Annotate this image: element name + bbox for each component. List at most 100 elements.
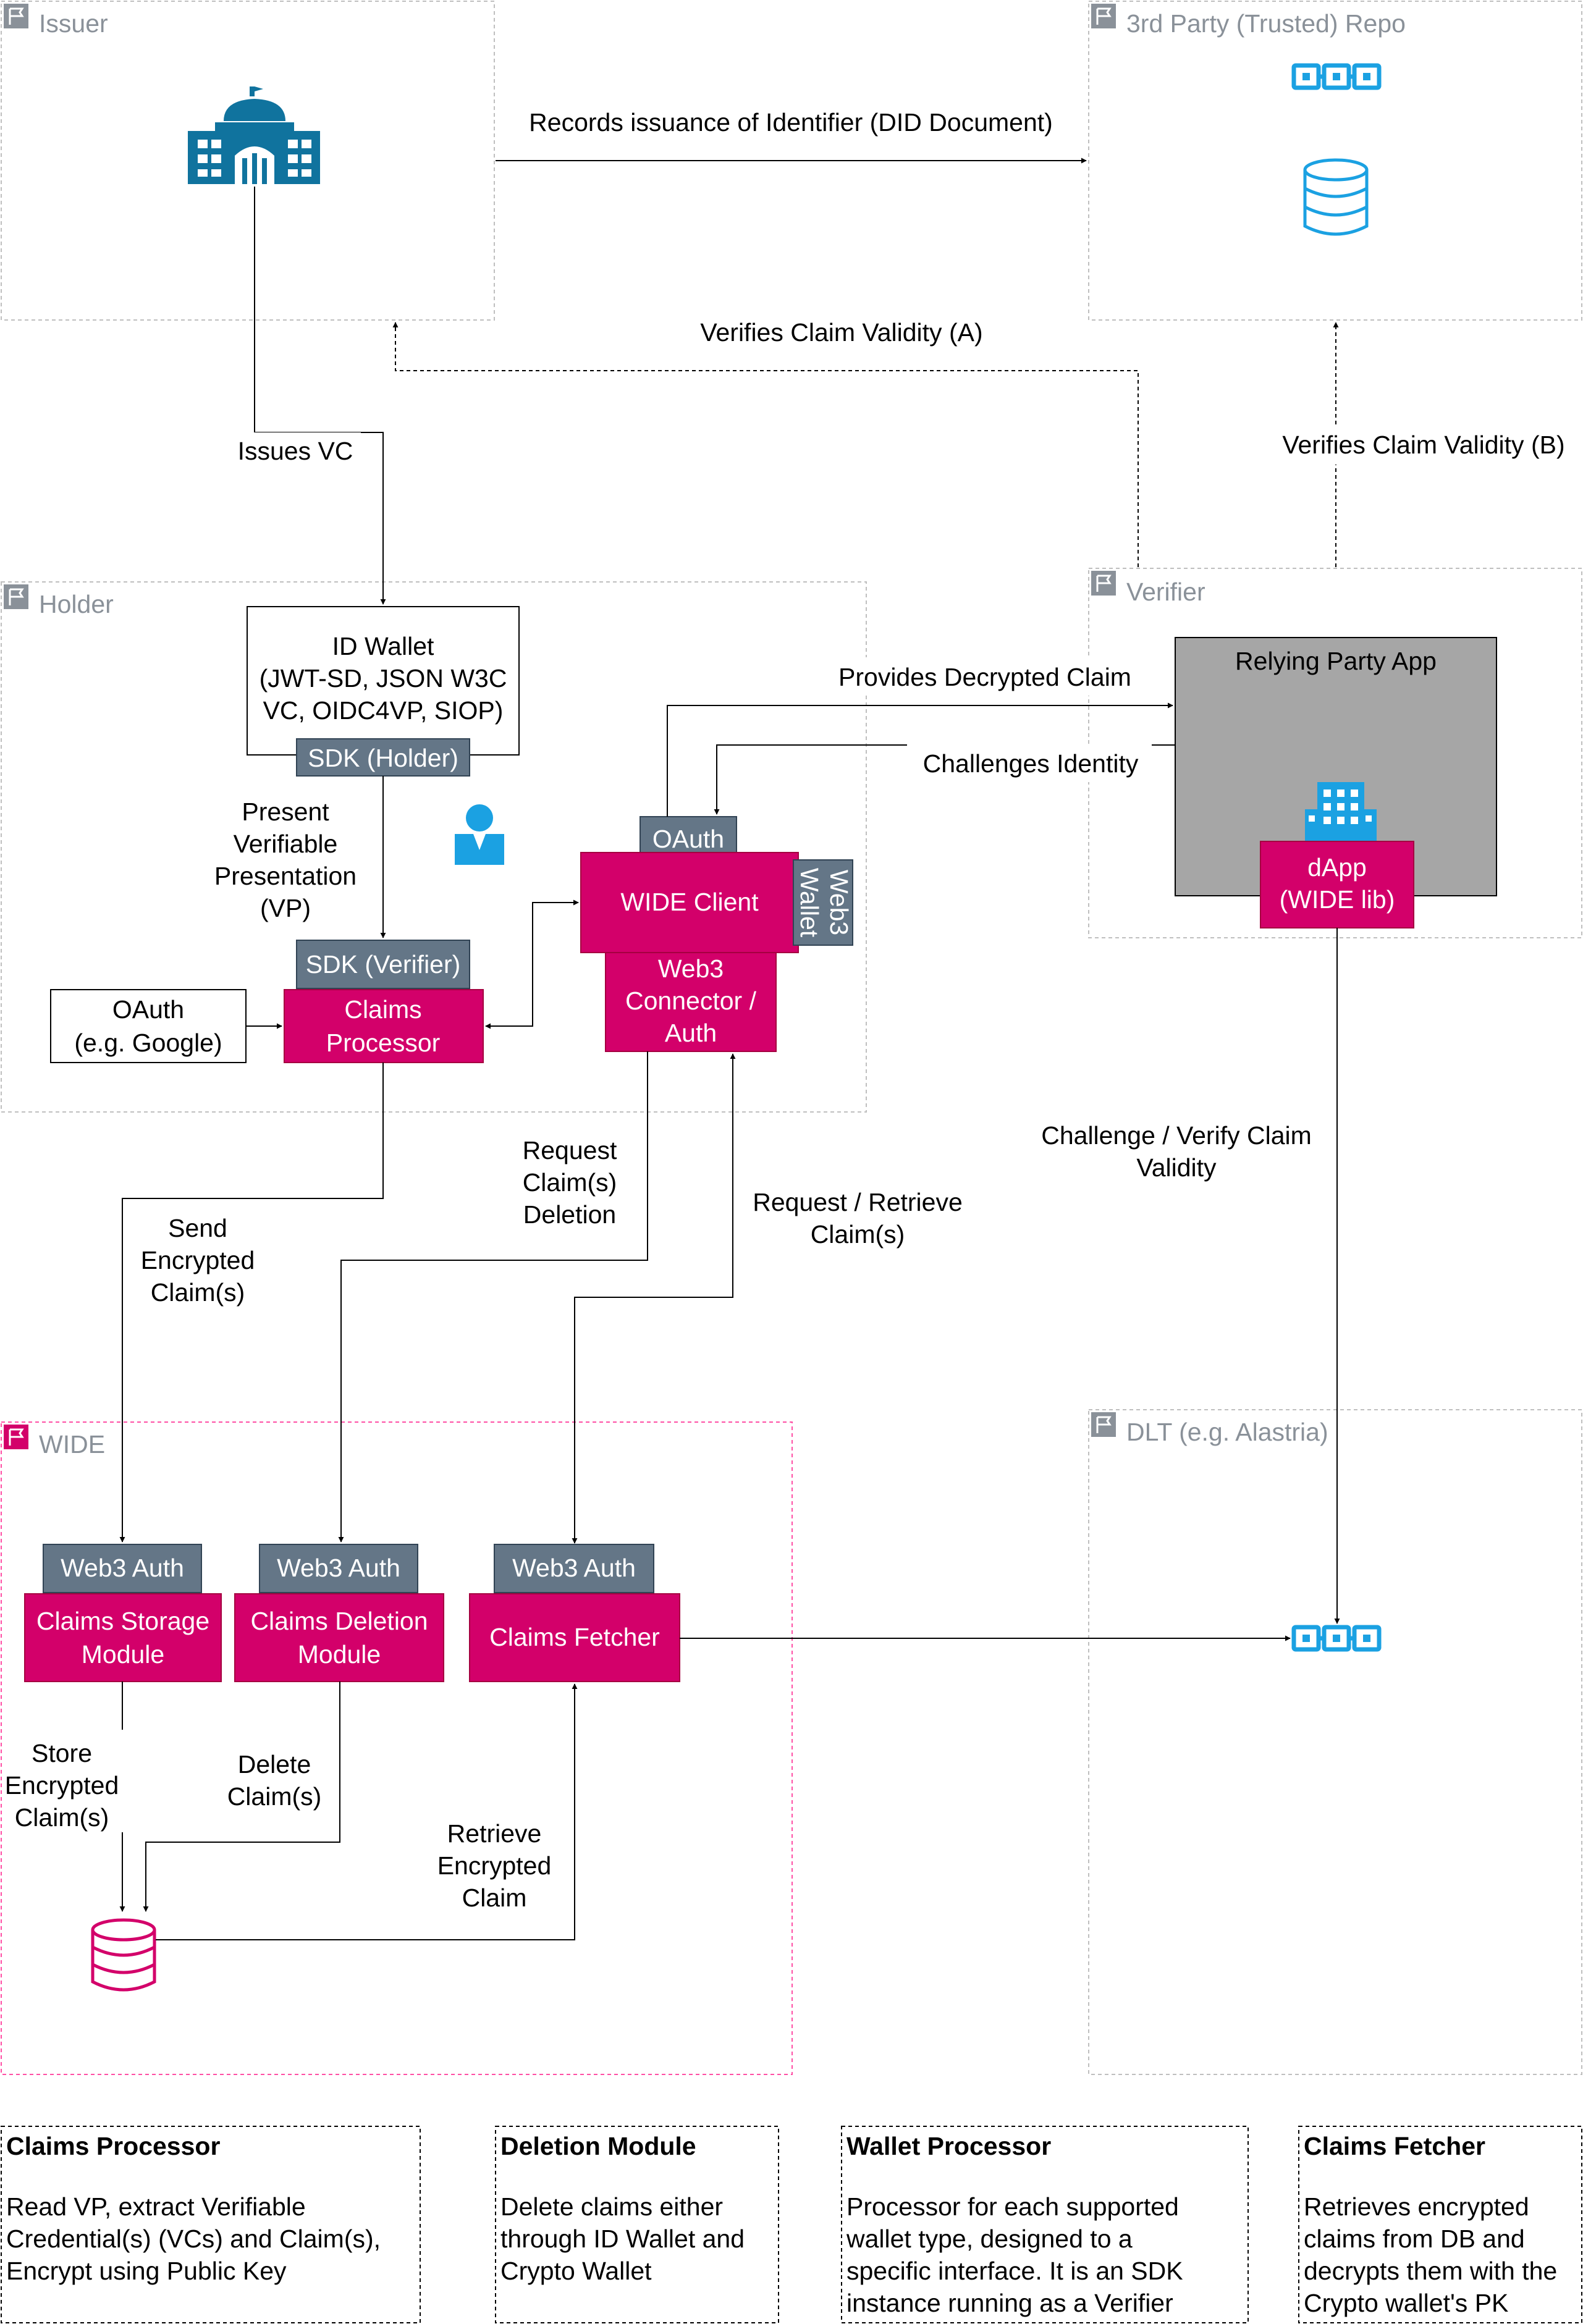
edge-provides-decrypted <box>667 702 1173 817</box>
verifies-a-label: Verifies Claim Validity (A) <box>700 318 982 347</box>
edge-labels: Records issuance of Identifier (DID Docu… <box>2 103 1578 1912</box>
web3-connector-label: Connector / <box>625 987 757 1015</box>
holder-group: Holder <box>1 581 867 1113</box>
dapp-label: dApp <box>1307 853 1367 882</box>
claims-deletion-box: Claims Deletion Module <box>234 1593 444 1682</box>
challenge-verify-label: Challenge / Verify Claim <box>1041 1121 1312 1150</box>
delete-claims-label: Claim(s) <box>227 1782 322 1811</box>
web3-wallet-label: Web3 <box>825 870 853 935</box>
note-wallet-processor: Wallet Processor Processor for each supp… <box>841 2126 1249 2323</box>
claims-deletion-label: Claims Deletion <box>250 1607 428 1635</box>
claims-storage-label: Module <box>82 1640 164 1669</box>
retrieve-encrypted-label: Claim <box>462 1884 527 1912</box>
delete-claims-label: Delete <box>238 1750 311 1779</box>
web3-wallet-label: Wallet <box>795 868 824 938</box>
send-encrypted-label: Send <box>168 1214 227 1242</box>
note-line: decrypts them with the <box>1304 2257 1557 2285</box>
claims-storage-box: Claims Storage Module <box>24 1593 222 1682</box>
request-retrieve-label: Request / Retrieve <box>753 1188 963 1216</box>
note-title: Claims Processor <box>6 2132 220 2160</box>
store-encrypted-label: Claim(s) <box>15 1803 109 1832</box>
challenge-verify-label: Validity <box>1136 1153 1217 1182</box>
verifies-b-label: Verifies Claim Validity (B) <box>1282 431 1564 459</box>
web3-connector-box: Web3 Connector / Auth <box>605 952 777 1052</box>
web3-wallet-tag: Web3 Wallet <box>793 859 853 946</box>
verifier-group: Verifier <box>1088 568 1582 938</box>
request-deletion-label: Deletion <box>523 1200 616 1229</box>
id-wallet-line: (JWT-SD, JSON W3C <box>260 664 507 693</box>
oauth-tag-label: OAuth <box>652 825 724 853</box>
id-wallet-title: ID Wallet <box>332 632 434 660</box>
database-icon <box>1303 158 1369 236</box>
user-icon <box>455 804 504 865</box>
note-line: wallet type, designed to a <box>846 2225 1133 2253</box>
repo-group: 3rd Party (Trusted) Repo <box>1088 1 1582 321</box>
blockchain-icon <box>1291 63 1382 90</box>
note-claims-fetcher: Claims Fetcher Retrieves encrypted claim… <box>1298 2126 1582 2323</box>
dapp-box: dApp (WIDE lib) <box>1260 841 1414 928</box>
id-wallet-line: VC, OIDC4VP, SIOP) <box>263 696 504 725</box>
web3-auth-label: Web3 Auth <box>512 1554 636 1582</box>
oauth-google-box: OAuth (e.g. Google) <box>50 989 247 1063</box>
claims-processor-label: Claims <box>344 995 421 1024</box>
web3-auth-tag-3: Web3 Auth <box>494 1544 654 1593</box>
claims-processor-label: Processor <box>326 1029 441 1057</box>
edge-request-retrieve <box>572 1053 736 1544</box>
claims-fetcher-box: Claims Fetcher <box>469 1593 680 1682</box>
wide-group: WIDE <box>1 1421 793 2075</box>
note-title: Claims Fetcher <box>1304 2132 1485 2160</box>
store-encrypted-label: Encrypted <box>5 1771 119 1800</box>
wide-client-label: WIDE Client <box>620 888 759 916</box>
claims-deletion-label: Module <box>298 1640 381 1669</box>
note-line: Read VP, extract Verifiable <box>6 2192 306 2221</box>
id-wallet-box: ID Wallet (JWT-SD, JSON W3C VC, OIDC4VP,… <box>247 606 520 756</box>
oauth-google-label: OAuth <box>112 995 184 1024</box>
sdk-verifier-tag: SDK (Verifier) <box>296 940 470 989</box>
claims-fetcher-label: Claims Fetcher <box>489 1623 660 1651</box>
note-title: Wallet Processor <box>846 2132 1051 2160</box>
wide-client-box: WIDE Client <box>580 852 799 953</box>
request-deletion-label: Claim(s) <box>523 1168 617 1197</box>
note-line: Processor for each supported <box>846 2192 1179 2221</box>
note-line: Encrypt using Public Key <box>6 2257 287 2285</box>
blockchain-icon <box>1291 1625 1382 1652</box>
edge-retrieve-encrypted <box>156 1683 578 1940</box>
note-line: specific interface. It is an SDK <box>846 2257 1183 2285</box>
web3-auth-tag-2: Web3 Auth <box>259 1544 418 1593</box>
sdk-holder-tag: SDK (Holder) <box>296 738 470 777</box>
present-vp-label: Verifiable <box>234 830 338 858</box>
edge-processor-client <box>485 899 579 1029</box>
retrieve-encrypted-label: Encrypted <box>437 1851 552 1880</box>
note-deletion-module: Deletion Module Delete claims either thr… <box>495 2126 779 2323</box>
edge-issues-vc <box>254 187 386 605</box>
wide-group-label: WIDE <box>39 1430 105 1459</box>
note-line: Credential(s) (VCs) and Claim(s), <box>6 2225 381 2253</box>
note-line: Delete claims either <box>500 2192 723 2221</box>
provides-decrypted-label: Provides Decrypted Claim <box>838 663 1131 691</box>
database-icon <box>91 1918 156 1992</box>
records-issuance-label: Records issuance of Identifier (DID Docu… <box>529 108 1053 137</box>
dlt-group-label: DLT (e.g. Alastria) <box>1126 1418 1328 1446</box>
claims-storage-label: Claims Storage <box>36 1607 209 1635</box>
issuer-group: Issuer <box>1 1 495 321</box>
send-encrypted-label: Encrypted <box>141 1246 255 1274</box>
holder-group-label: Holder <box>39 590 114 618</box>
challenges-identity-label: Challenges Identity <box>923 749 1139 778</box>
dapp-label: (WIDE lib) <box>1280 885 1395 914</box>
note-line: Crypto wallet's PK <box>1304 2289 1508 2317</box>
note-line: Retrieves encrypted <box>1304 2192 1529 2221</box>
edge-delete-claims <box>143 1682 340 1912</box>
edge-verifies-a <box>392 322 1139 567</box>
request-retrieve-label: Claim(s) <box>811 1220 905 1248</box>
government-building-icon <box>188 86 320 184</box>
edge-send-encrypted <box>119 1063 384 1543</box>
repo-group-label: 3rd Party (Trusted) Repo <box>1126 9 1406 38</box>
note-line: through ID Wallet and <box>500 2225 745 2253</box>
verifier-group-label: Verifier <box>1126 578 1205 606</box>
web3-auth-tag-1: Web3 Auth <box>43 1544 202 1593</box>
office-building-icon <box>1305 782 1377 844</box>
web3-auth-label: Web3 Auth <box>277 1554 400 1582</box>
store-encrypted-label: Store <box>32 1739 92 1767</box>
present-vp-label: (VP) <box>260 894 311 922</box>
dlt-group: DLT (e.g. Alastria) <box>1088 1409 1582 2075</box>
